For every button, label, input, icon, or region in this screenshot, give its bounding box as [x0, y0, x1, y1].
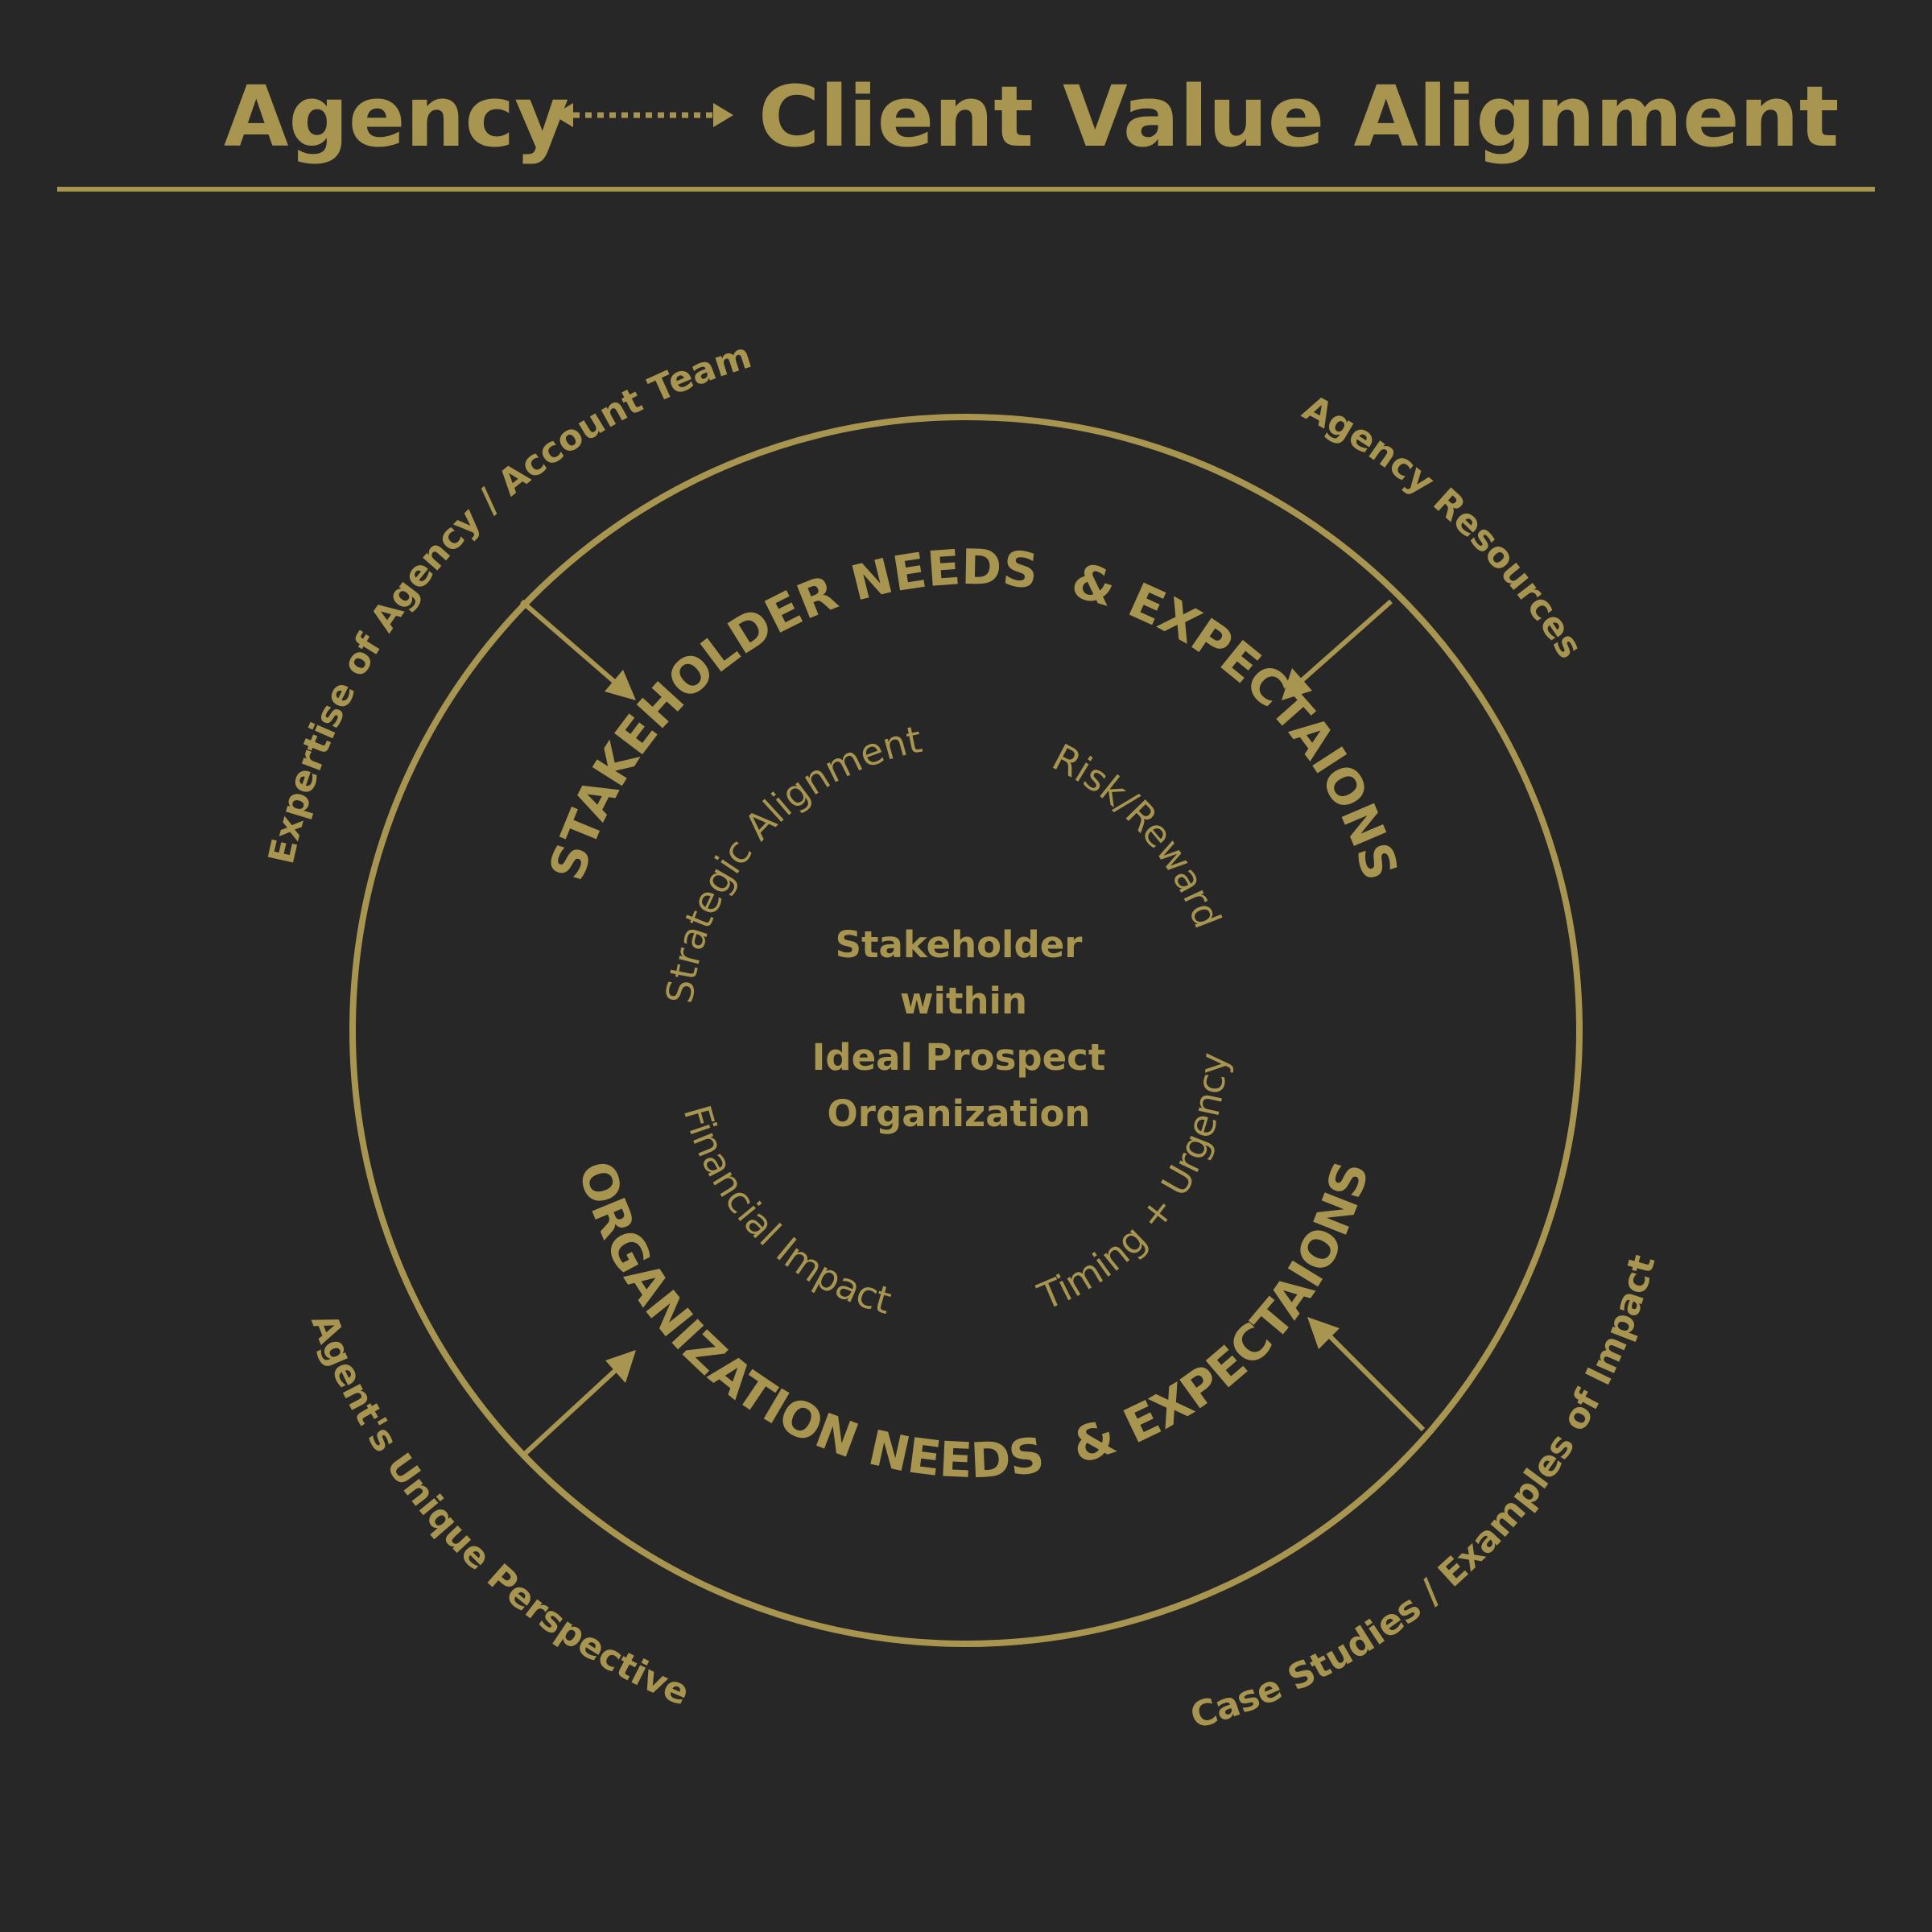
outer-label-agency-resources: Agency Resources	[1296, 387, 1591, 666]
center-line-3: Ideal Prospect	[812, 1036, 1106, 1079]
ring-label-organization-needs: ORGANIZATION NEEDS & EXPECTAIONS	[567, 1155, 1381, 1490]
title-agency: Agency	[224, 68, 569, 166]
arrow-bottom-left-icon	[523, 1350, 636, 1455]
bidirectional-arrow-icon	[553, 103, 733, 127]
inner-label-timing-urgency: Timing + Urgency	[1031, 1051, 1236, 1319]
main-circle	[349, 414, 1583, 1647]
arrow-top-left-icon	[520, 599, 636, 700]
header-divider	[57, 187, 1875, 192]
title-client-value-alignment: Client Value Alignment	[758, 68, 1839, 166]
center-line-1: Stakeholder	[836, 923, 1084, 966]
arrow-top-right-icon	[1282, 599, 1393, 700]
center-text: Stakeholder within Ideal Prospect Organi…	[812, 923, 1106, 1135]
inner-label-risk-reward: Risk/Reward	[1046, 735, 1230, 934]
outer-label-unique-perspective: Agent's Unique Perspective	[303, 1308, 696, 1714]
center-line-2: within	[900, 980, 1027, 1022]
arrow-bottom-right-icon	[1307, 1317, 1426, 1432]
outer-label-expertise: Expertise of Agency / Account Team	[261, 335, 756, 868]
center-line-4: Organization	[828, 1092, 1091, 1135]
